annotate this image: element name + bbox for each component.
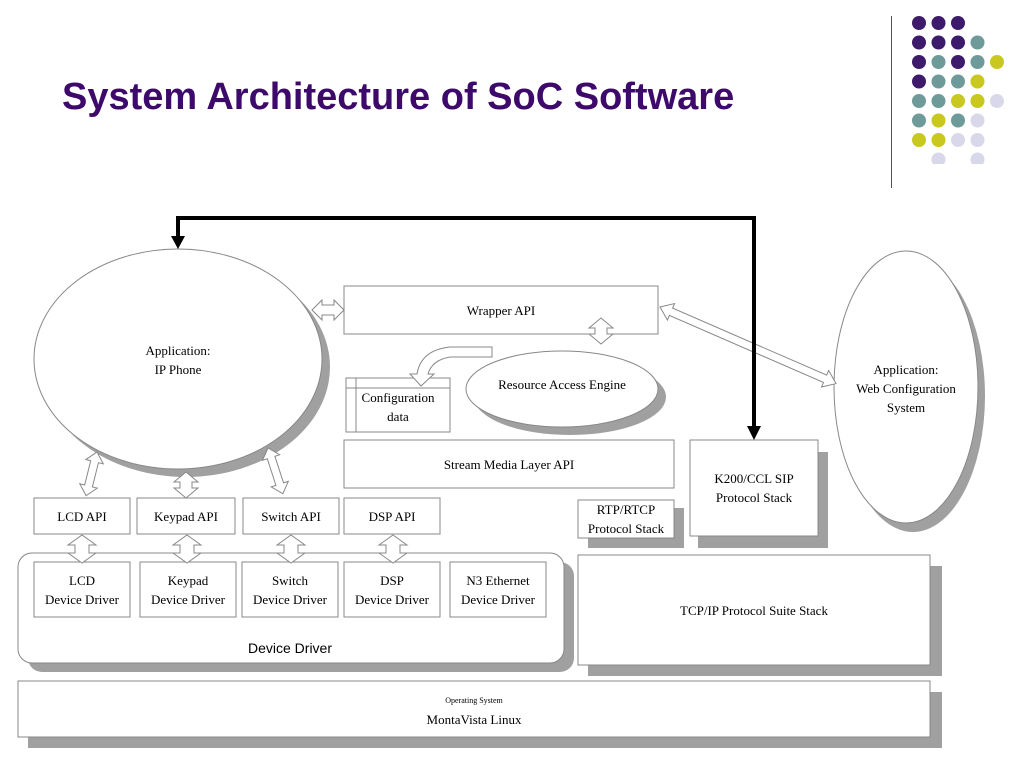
decorative-dot — [990, 55, 1004, 69]
decorative-dot-grid — [912, 16, 1004, 164]
decorative-dot — [912, 16, 926, 30]
n3-ethernet-driver-label: N3 Ethernet Device Driver — [461, 573, 535, 607]
decorative-dot — [912, 113, 926, 128]
switch-api-label: Switch API — [261, 508, 321, 524]
os-small-label: Operating System — [445, 696, 503, 705]
n3-ethernet-driver-box — [449, 561, 547, 618]
rtp-rtcp-box — [577, 499, 675, 539]
keypad-api-label: Keypad API — [154, 508, 218, 524]
decorative-dot — [912, 55, 926, 69]
decorative-dot — [990, 94, 1004, 108]
dsp-api-label: DSP API — [368, 508, 416, 524]
arrow-wrapper-engine — [587, 317, 615, 345]
device-driver-group-label: Device Driver — [247, 639, 332, 656]
decorative-dot — [970, 74, 985, 89]
app-web-config-label: Application: Web Configuration System — [856, 361, 956, 415]
decorative-dot — [970, 55, 985, 69]
decorative-dot — [970, 94, 985, 108]
arrow-phone-wrapper — [311, 298, 345, 322]
decorative-dot — [951, 16, 965, 30]
decorative-dot — [931, 113, 946, 128]
decorative-dot — [951, 133, 965, 147]
decorative-dot — [970, 113, 985, 128]
decorative-dot — [970, 133, 985, 147]
decorative-dot — [970, 35, 985, 50]
arrow-phone-lcd — [78, 451, 105, 497]
arrow-phone-switch — [261, 447, 290, 495]
decorative-dot — [931, 133, 946, 147]
decorative-dot — [951, 74, 965, 89]
connector-arrowhead-sip — [747, 426, 761, 440]
slide-title: System Architecture of SoC Software — [62, 76, 735, 118]
keypad-driver-label: Keypad Device Driver — [151, 573, 225, 607]
configuration-data-label: Configuration data — [361, 390, 435, 424]
connector-arrowhead-phone — [171, 236, 185, 249]
os-box — [17, 680, 931, 738]
switch-api-box — [242, 497, 340, 535]
os-name-label: MontaVista Linux — [426, 711, 522, 727]
decorative-dot — [912, 74, 926, 89]
tcpip-box — [577, 554, 931, 666]
configuration-data-box — [345, 377, 451, 433]
hollow-arrows — [66, 298, 837, 564]
arrow-wrapper-webconfig — [659, 302, 837, 388]
sip-to-phone-connector — [176, 216, 756, 436]
app-ip-phone-label: Application: IP Phone — [145, 343, 211, 377]
dsp-driver-box — [343, 561, 441, 618]
k200-sip-box — [689, 439, 819, 537]
decorative-dot — [951, 55, 965, 69]
lcd-driver-label: LCD Device Driver — [45, 573, 119, 607]
tcpip-label: TCP/IP Protocol Suite Stack — [680, 602, 828, 618]
decorative-dot — [912, 35, 926, 50]
decorative-divider-line — [891, 16, 892, 188]
resource-access-engine-ellipse — [465, 350, 659, 428]
decorative-dot — [951, 113, 965, 128]
resource-access-engine-label: Resource Access Engine — [498, 376, 626, 392]
lcd-api-label: LCD API — [57, 508, 107, 524]
arrow-phone-keypad — [172, 471, 200, 499]
dsp-api-box — [343, 497, 441, 535]
lcd-api-box — [33, 497, 131, 535]
rtp-rtcp-label: RTP/RTCP Protocol Stack — [587, 502, 665, 536]
lcd-driver-box — [33, 561, 131, 618]
decorative-dot — [912, 133, 926, 147]
wrapper-api-label: Wrapper API — [466, 302, 536, 318]
decorative-dot — [931, 74, 946, 89]
arrow-switch-api-driver — [275, 534, 307, 564]
arrow-keypad-api-driver — [171, 534, 203, 564]
arrow-lcd-api-driver — [66, 534, 98, 564]
decorative-dot — [970, 152, 985, 164]
decorative-dot — [951, 35, 965, 50]
arrow-engine-config — [408, 346, 493, 387]
decorative-dot — [931, 16, 946, 30]
decorative-dot — [931, 35, 946, 50]
k200-sip-label: K200/CCL SIP Protocol Stack — [714, 471, 794, 505]
stream-media-layer-label: Stream Media Layer API — [443, 456, 575, 472]
switch-driver-label: Switch Device Driver — [253, 573, 327, 607]
keypad-api-box — [136, 497, 236, 535]
dsp-driver-label: DSP Device Driver — [355, 573, 429, 607]
decorative-dot — [931, 55, 946, 69]
decorative-dot — [912, 94, 926, 108]
stream-media-layer-box — [343, 439, 675, 489]
app-web-config-ellipse — [833, 250, 979, 524]
decorative-dot — [951, 94, 965, 108]
decorative-dot — [931, 152, 946, 164]
arrow-dsp-api-driver — [377, 534, 409, 564]
decorative-dot — [931, 94, 946, 108]
